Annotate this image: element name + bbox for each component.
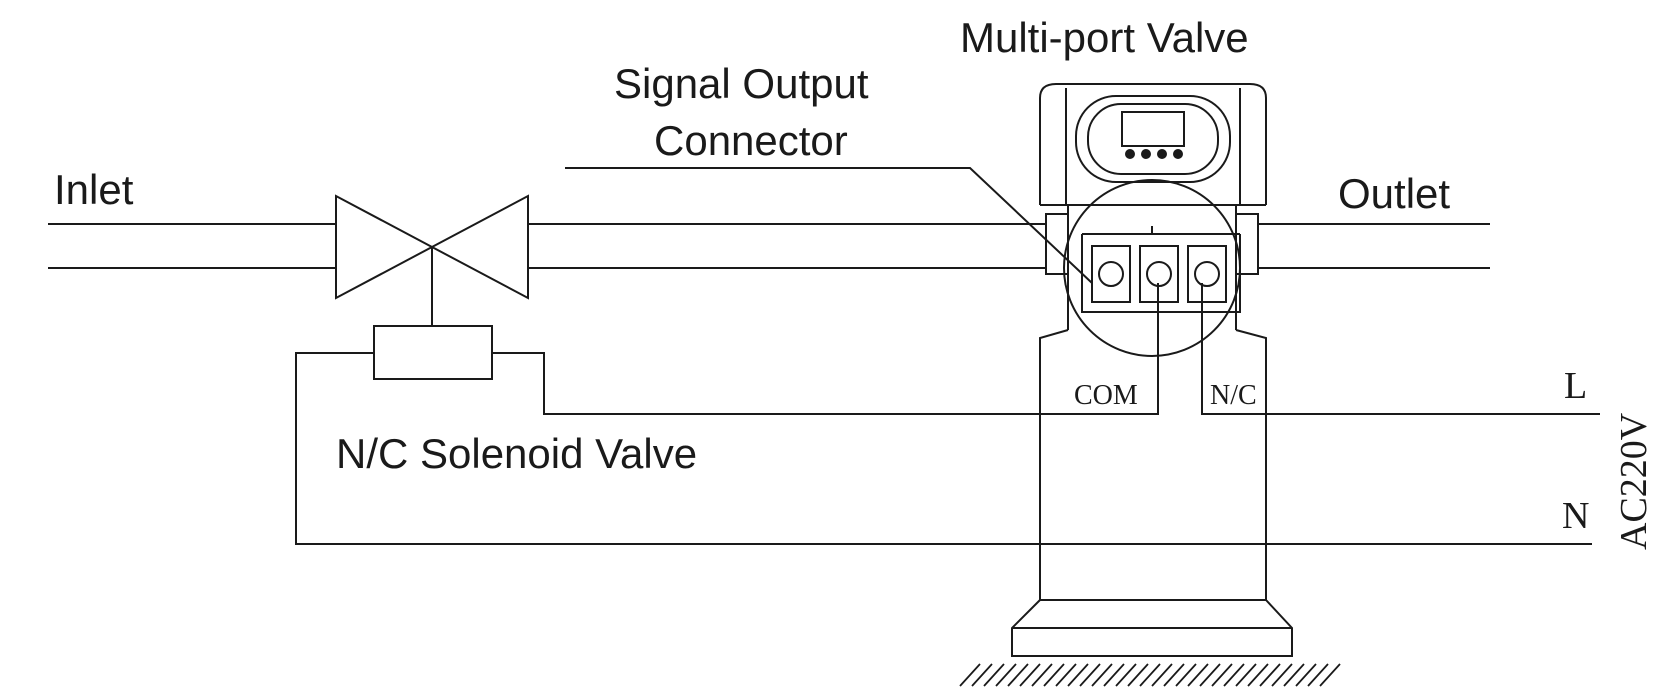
outlet-pipe xyxy=(1258,223,1490,269)
gate-valve xyxy=(335,194,529,326)
com-terminal-label: COM xyxy=(1074,380,1138,411)
line-l-label: L xyxy=(1564,365,1587,407)
inlet-pipe xyxy=(48,223,336,269)
solenoid-valve xyxy=(373,325,493,380)
multiport-valve xyxy=(1011,83,1293,657)
ground-hatching xyxy=(959,663,1341,687)
wiring xyxy=(295,167,1600,545)
nc-terminal-label: N/C xyxy=(1210,380,1257,411)
outlet-label: Outlet xyxy=(1338,170,1450,217)
line-n-label: N xyxy=(1562,495,1589,537)
multiport-valve-label: Multi-port Valve xyxy=(960,14,1249,61)
supply-voltage-label: AC220V xyxy=(1613,412,1655,550)
middle-pipe xyxy=(528,223,1046,269)
signal-output-label-line2: Connector xyxy=(654,117,848,164)
signal-output-label-line1: Signal Output xyxy=(614,60,869,107)
inlet-label: Inlet xyxy=(54,166,134,213)
solenoid-valve-label: N/C Solenoid Valve xyxy=(336,430,697,477)
signal-output-connector xyxy=(1063,179,1241,357)
